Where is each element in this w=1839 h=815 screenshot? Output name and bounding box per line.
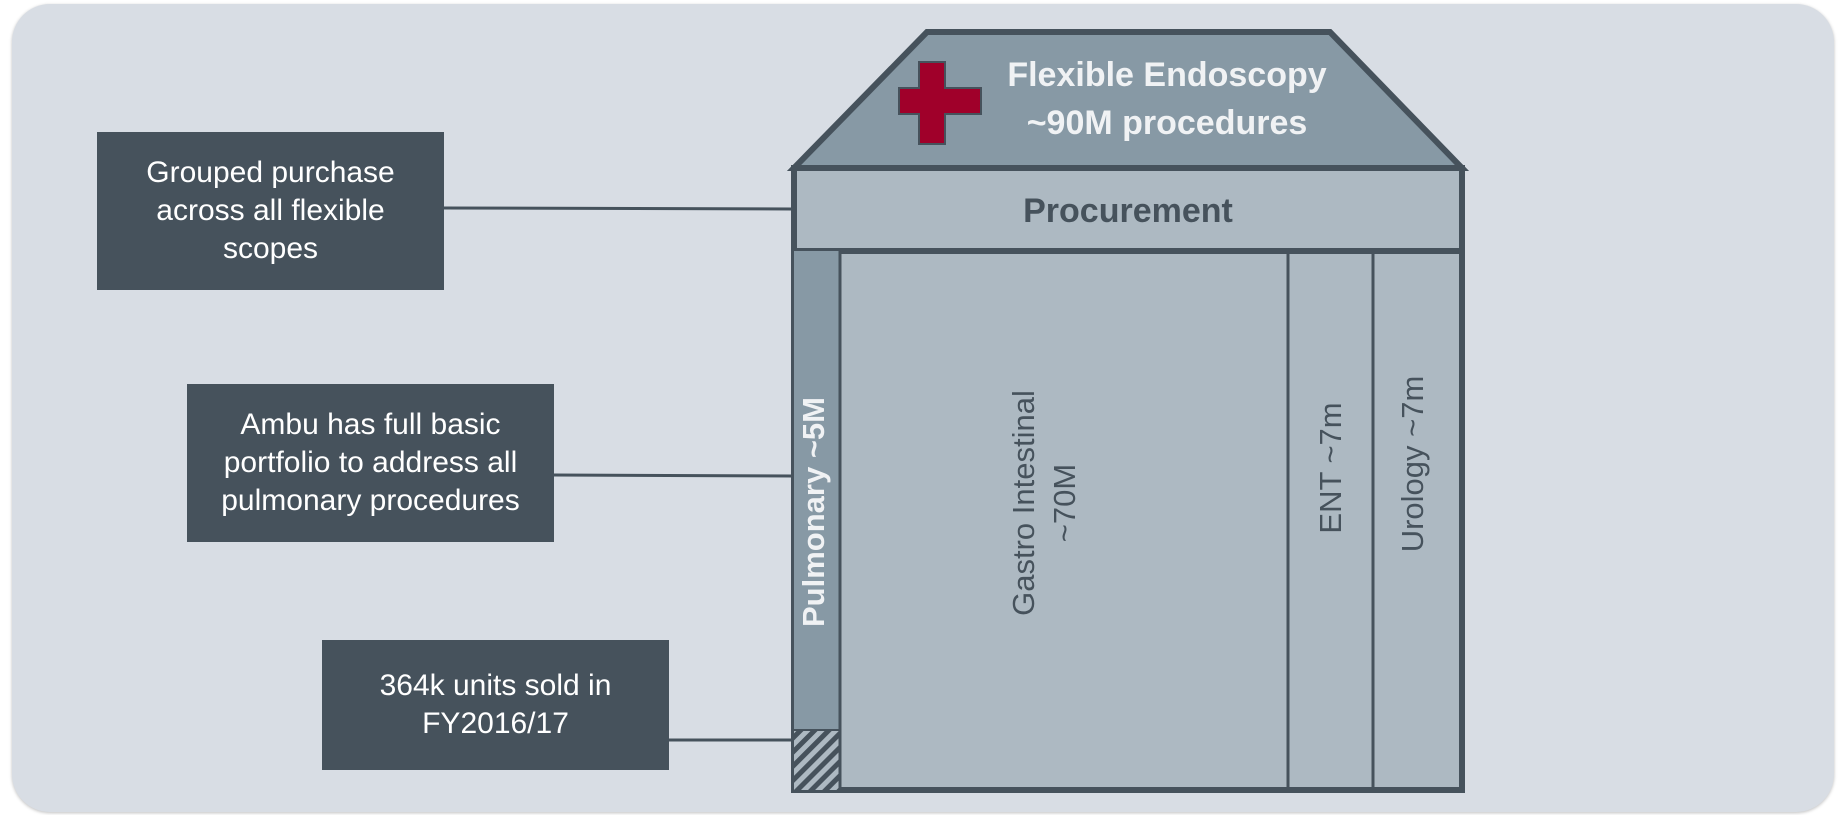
roof-title-line2: ~90M procedures [1027, 104, 1308, 142]
medical-cross-icon [898, 61, 982, 145]
callout-grouped-purchase: Grouped purchase across all flexible sco… [97, 132, 444, 290]
connector-line-pulmonary [553, 473, 794, 478]
pulmonary-hatched-share [794, 730, 839, 790]
connector-line-procurement [443, 206, 794, 211]
house-body [791, 248, 1465, 793]
pulmonary-label: Pulmonary ~5M [796, 397, 831, 627]
pulmonary-column [794, 251, 839, 730]
gastro-label-line1: Gastro Intestinal [1006, 390, 1041, 616]
callout-units-sold: 364k units sold in FY2016/17 [322, 640, 669, 770]
procurement-label: Procurement [1023, 192, 1233, 230]
roof [786, 29, 1470, 171]
callout-units-sold-text: 364k units sold in FY2016/17 [379, 669, 612, 740]
callout-ambu-portfolio-text: Ambu has full basic portfolio to address… [221, 408, 520, 517]
roof-title-line1: Flexible Endoscopy [1007, 56, 1326, 94]
procurement-band [791, 165, 1465, 254]
urology-label: Urology ~7m [1395, 376, 1430, 553]
callout-grouped-purchase-text: Grouped purchase across all flexible sco… [146, 156, 395, 265]
callout-ambu-portfolio: Ambu has full basic portfolio to address… [187, 384, 554, 542]
gastro-label-line2: ~70M [1047, 464, 1082, 542]
ent-label: ENT ~7m [1313, 402, 1348, 533]
